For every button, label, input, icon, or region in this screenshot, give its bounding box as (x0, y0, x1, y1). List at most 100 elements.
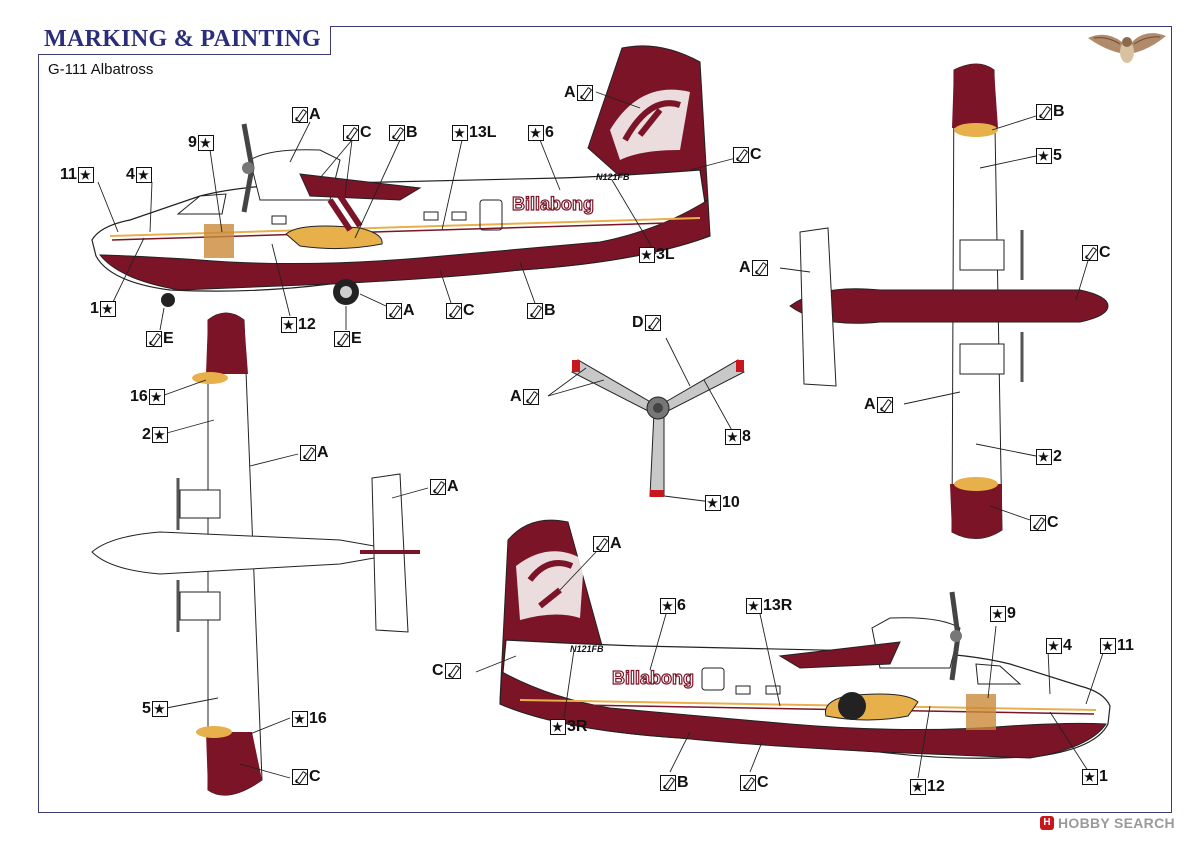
callout-decal-9: 9 (188, 134, 214, 152)
callout-paint-b: B (660, 774, 689, 792)
callout-label: C (1047, 514, 1059, 531)
callout-decal-16: 16 (292, 710, 327, 728)
decal-star-icon (660, 597, 676, 615)
callout-paint-c: C (343, 124, 372, 142)
callout-label: A (610, 535, 622, 552)
callout-paint-a: A (292, 106, 321, 124)
callout-label: C (309, 768, 321, 785)
callout-label: 6 (677, 597, 686, 614)
callout-decal-2: 2 (1036, 448, 1062, 466)
callout-paint-e: E (146, 330, 174, 348)
callout-decal-11: 11 (1100, 637, 1134, 655)
callout-label: E (351, 330, 362, 347)
watermark-text: HOBBY SEARCH (1058, 815, 1175, 831)
side-view-right: Billabong N121FB (475, 519, 1111, 779)
owl-logo-icon (1088, 33, 1166, 63)
callout-decal-6: 6 (528, 124, 554, 142)
paint-brush-icon (343, 125, 359, 141)
callout-paint-e: E (334, 330, 362, 348)
decal-star-icon (639, 246, 655, 264)
callout-label: 8 (742, 428, 751, 445)
paint-brush-icon (292, 769, 308, 785)
callout-decal-1: 1 (1082, 768, 1108, 786)
callout-label: C (1099, 244, 1111, 261)
callout-decal-3r: 3R (550, 718, 587, 736)
decal-star-icon (452, 124, 468, 142)
paint-brush-icon (522, 389, 539, 405)
callout-decal-5: 5 (142, 700, 168, 718)
paint-brush-icon (444, 663, 461, 679)
callout-label: B (1053, 103, 1065, 120)
paint-brush-icon (660, 775, 676, 791)
callout-decal-10: 10 (705, 494, 740, 512)
callout-decal-16: 16 (130, 388, 165, 406)
callout-paint-a: A (739, 259, 768, 277)
callout-label: 1 (1099, 768, 1108, 785)
bottom-view (779, 63, 1109, 539)
paint-brush-icon (300, 445, 316, 461)
billabong-logo-right: Billabong (612, 668, 694, 688)
propeller-detail (547, 337, 745, 503)
callout-label: 11 (1117, 637, 1134, 654)
callout-paint-a: A (510, 388, 539, 406)
decal-star-icon (135, 166, 152, 184)
watermark: H HOBBY SEARCH (1040, 815, 1175, 831)
decal-star-icon (151, 426, 168, 444)
callout-decal-8: 8 (725, 428, 751, 446)
callout-label: 10 (722, 494, 740, 511)
callout-decal-1: 1 (90, 300, 116, 318)
callout-decal-12: 12 (910, 778, 945, 796)
paint-brush-icon (146, 331, 162, 347)
callout-label: A (317, 444, 329, 461)
paint-brush-icon (1030, 515, 1046, 531)
callout-label: 13L (469, 124, 497, 141)
callout-decal-5: 5 (1036, 147, 1062, 165)
decal-star-icon (151, 700, 168, 718)
decal-star-icon (148, 388, 165, 406)
paint-brush-icon (751, 260, 768, 276)
decal-star-icon (1036, 448, 1052, 466)
decal-star-icon (1100, 637, 1116, 655)
callout-label: A (864, 396, 876, 413)
paint-brush-icon (1082, 245, 1098, 261)
paint-brush-icon (644, 315, 661, 331)
drawing-frame (38, 26, 1172, 813)
callout-decal-9: 9 (990, 605, 1016, 623)
callout-paint-c: C (740, 774, 769, 792)
callout-paint-c: C (432, 662, 461, 680)
callout-label: 16 (309, 710, 327, 727)
decal-star-icon (292, 710, 308, 728)
paint-brush-icon (386, 303, 402, 319)
callout-paint-c: C (292, 768, 321, 786)
callout-decal-12: 12 (281, 316, 316, 334)
callout-decal-13l: 13L (452, 124, 497, 142)
callout-label: 13R (763, 597, 793, 614)
callout-label: 2 (1053, 448, 1062, 465)
callout-paint-d: D (632, 314, 661, 332)
callout-paint-b: B (1036, 103, 1065, 121)
paint-brush-icon (1036, 104, 1052, 120)
callout-label: 16 (130, 388, 148, 405)
decal-star-icon (281, 316, 297, 334)
decal-star-icon (746, 597, 762, 615)
callout-label: A (309, 106, 321, 123)
paint-brush-icon (733, 147, 749, 163)
callout-label: A (739, 259, 751, 276)
callout-paint-c: C (1030, 514, 1059, 532)
decal-star-icon (910, 778, 926, 796)
callout-paint-a: A (564, 84, 593, 102)
callout-label: 6 (545, 124, 554, 141)
callout-label: A (564, 84, 576, 101)
tailplane-bottom-view (799, 227, 837, 387)
callout-label: 5 (1053, 147, 1062, 164)
callout-decal-2: 2 (142, 426, 168, 444)
decal-star-icon (550, 718, 566, 736)
decal-star-icon (725, 428, 741, 446)
callout-decal-6: 6 (660, 597, 686, 615)
callout-decal-4: 4 (1046, 637, 1072, 655)
paint-brush-icon (527, 303, 543, 319)
callout-paint-a: A (864, 396, 893, 414)
callout-decal-4: 4 (126, 166, 152, 184)
callout-label: 1 (90, 300, 99, 317)
